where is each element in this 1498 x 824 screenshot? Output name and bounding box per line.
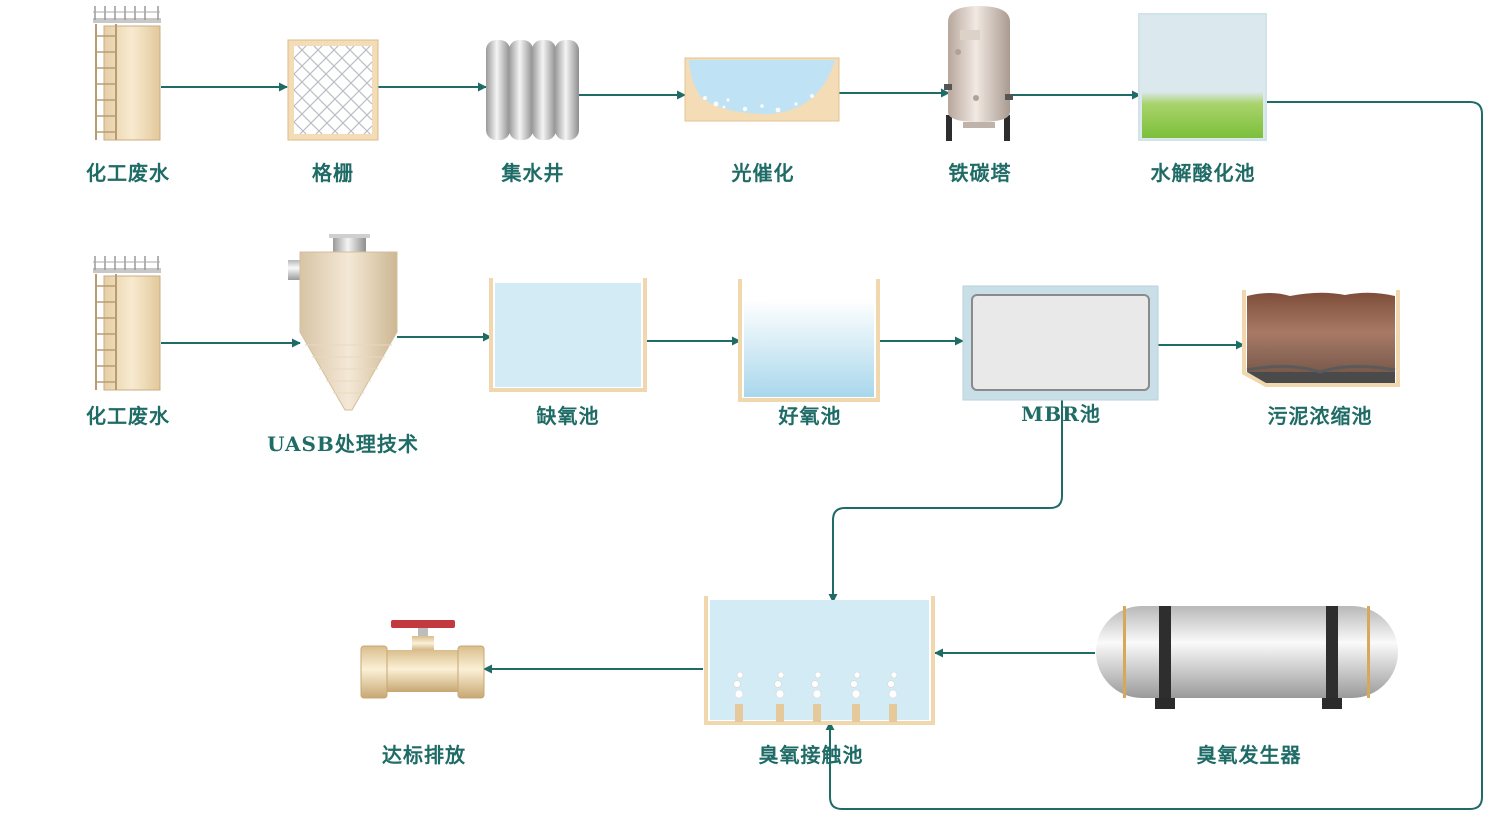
ozone-contact-tank xyxy=(704,596,935,725)
label-hydrolysis-tank: 水解酸化池 xyxy=(1151,161,1256,185)
diffusers xyxy=(733,671,898,722)
label-discharge: 达标排放 xyxy=(382,743,466,767)
label-ozone-generator: 臭氧发生器 xyxy=(1197,743,1302,767)
sludge-thickener xyxy=(1242,290,1400,387)
label-ozone-contact-tank: 臭氧接触池 xyxy=(759,743,864,767)
ozone-generator xyxy=(1096,606,1398,709)
label-collection-well: 集水井 xyxy=(501,161,565,185)
arrow-mbr-to-ozone-contact xyxy=(828,400,1063,603)
label-anoxic-tank: 缺氧池 xyxy=(537,404,600,428)
arrow-hydro-to-ozone-contact xyxy=(825,101,1483,810)
label-mbr-tank: MBR池 xyxy=(1021,402,1101,426)
collection-well xyxy=(486,40,579,140)
label-sludge-thickener: 污泥浓缩池 xyxy=(1268,404,1373,428)
mbr-tank xyxy=(962,285,1159,401)
hydrolysis-acidification-tank xyxy=(1138,13,1267,141)
uasb-reactor xyxy=(288,234,398,411)
photocatalysis-basin xyxy=(684,57,840,122)
iron-carbon-tower xyxy=(944,6,1013,141)
bar-screen xyxy=(287,39,379,141)
wastewater-tower-1 xyxy=(93,6,161,141)
label-wastewater-1: 化工废水 xyxy=(86,161,170,185)
label-wastewater-2: 化工废水 xyxy=(86,404,170,428)
wastewater-tower-2 xyxy=(93,256,161,391)
label-photocatalysis: 光催化 xyxy=(731,161,795,185)
aerobic-tank xyxy=(738,279,880,402)
discharge-valve xyxy=(360,620,485,699)
label-aerobic-tank: 好氧池 xyxy=(778,404,842,428)
label-uasb: UASB处理技术 xyxy=(267,432,419,456)
label-bar-screen: 格栅 xyxy=(312,161,354,185)
anoxic-tank xyxy=(489,278,647,392)
label-iron-carbon-tower: 铁碳塔 xyxy=(949,161,1012,185)
